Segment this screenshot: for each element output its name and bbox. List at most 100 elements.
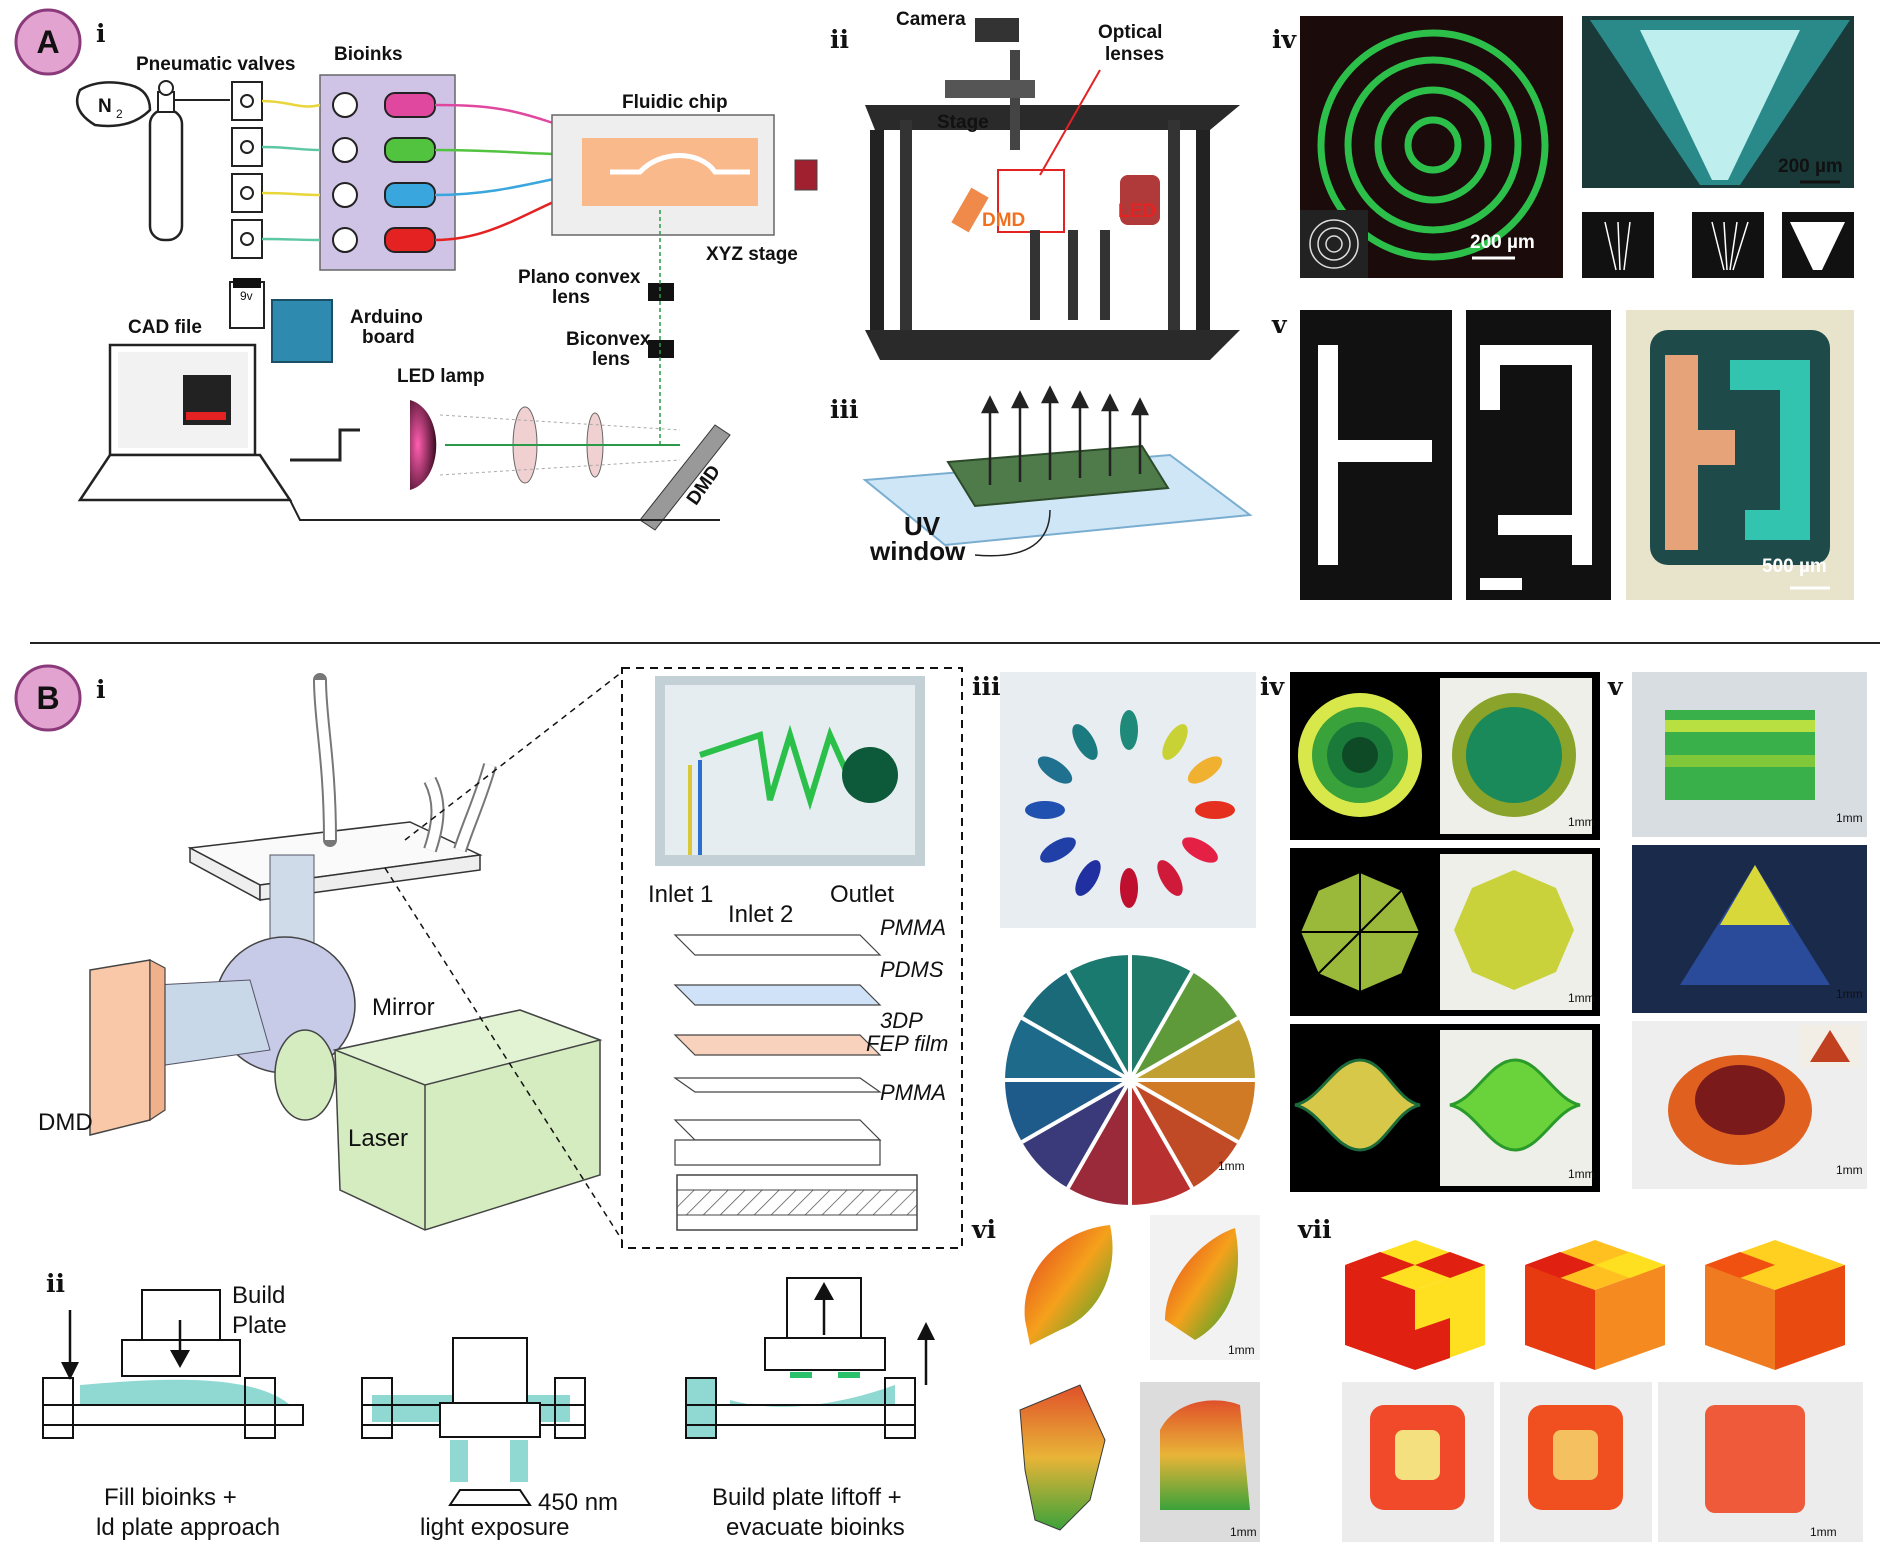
mask-t-shape-white <box>1318 345 1432 565</box>
scalebar-vii: 1mm <box>1810 1525 1837 1539</box>
scalebar-iv-3: 1mm <box>1568 1167 1595 1181</box>
uv-label-1: UV <box>904 511 941 541</box>
v-red-object-inner <box>1695 1065 1785 1135</box>
iv-ring-core <box>1342 737 1378 773</box>
laser-label: Laser <box>348 1125 408 1152</box>
subpanel-b-iv: iv <box>1260 672 1285 701</box>
camera-label: Camera <box>896 9 966 30</box>
led-ii-label: LED <box>1118 201 1156 222</box>
panel-a-badge <box>14 8 82 76</box>
pdms-label: PDMS <box>880 957 944 982</box>
leaf-3d-model <box>1019 1384 1106 1531</box>
cable <box>290 428 360 462</box>
scalebar-iv-a-label: 200 µm <box>1470 232 1535 253</box>
cube-1-print-core <box>1395 1430 1440 1480</box>
biconvex-label-1: Biconvex <box>566 329 651 350</box>
inlet2-label: Inlet 2 <box>728 901 793 928</box>
step2-label: light exposure <box>420 1514 569 1541</box>
syringe-red-icon <box>332 227 436 253</box>
battery-icon <box>229 278 265 329</box>
scalebar-vi-1: 1mm <box>1228 1343 1255 1357</box>
panel-a-badge-letter: A <box>36 24 59 60</box>
step1-diagram <box>42 1289 304 1439</box>
outlet-label: Outlet <box>830 881 894 908</box>
fluidic-channel <box>610 153 750 175</box>
subpanel-a-iii: iii <box>830 395 859 424</box>
subpanel-a-i: i <box>96 19 106 48</box>
panel-b-badge-letter: B <box>36 680 59 716</box>
arduino-label-2: board <box>362 327 415 348</box>
concentric-inset <box>1300 210 1368 278</box>
cube-3-print <box>1705 1405 1805 1513</box>
light-beam-a <box>439 414 681 476</box>
microscope-rig <box>865 18 1240 360</box>
mask-bracket-bar <box>1480 578 1522 590</box>
scalebar-v-label: 500 µm <box>1762 556 1827 577</box>
dmd-mirror-icon <box>639 424 731 531</box>
subpanel-b-i: i <box>96 675 106 704</box>
fan-mask-triangle <box>1790 222 1845 270</box>
step3-label-a: Build plate liftoff + <box>712 1484 902 1511</box>
n2-subscript: 2 <box>116 107 123 121</box>
syringe-green-icon <box>332 137 436 163</box>
subpanel-a-ii: ii <box>830 25 849 54</box>
build-label-2: Plate <box>232 1312 287 1339</box>
scalebar-iv-b-label: 200 µm <box>1778 156 1843 177</box>
nm-label: 450 nm <box>538 1489 618 1516</box>
dmd-b-label: DMD <box>38 1109 93 1136</box>
cube-2-model <box>1525 1240 1665 1370</box>
cad-file-label: CAD file <box>128 317 202 338</box>
leaf-print <box>1165 1228 1239 1340</box>
scalebar-v-1: 1mm <box>1836 811 1863 825</box>
led-lamp-icon <box>410 400 437 490</box>
laptop-icon <box>77 343 293 502</box>
uv-chip <box>946 444 1170 508</box>
inlet1-label: Inlet 1 <box>648 881 713 908</box>
scalebar-iii: 1mm <box>1218 1159 1245 1173</box>
exploded-stack <box>673 934 882 1166</box>
cube-2-print-core <box>1553 1430 1598 1480</box>
plano-convex-lens-icon <box>648 283 674 301</box>
scalebar-v-3: 1mm <box>1836 1163 1863 1177</box>
iv-photo-2-octagon <box>1454 870 1574 990</box>
bioinks-label: Bioinks <box>334 44 403 65</box>
xyz-stage-label: XYZ stage <box>706 244 798 265</box>
led-lamp-label: LED lamp <box>397 366 485 387</box>
step1-down-arrowhead <box>61 1362 79 1380</box>
optical-label-1: Optical <box>1098 22 1162 43</box>
3dp-label: 3DP <box>880 1008 923 1033</box>
mask-bracket-white <box>1480 345 1592 565</box>
fluidic-chip-label: Fluidic chip <box>622 92 728 113</box>
step1-label-a: Fill bioinks + <box>104 1484 237 1511</box>
subpanel-b-vi: vi <box>971 1215 996 1244</box>
leaf-print-2 <box>1160 1400 1250 1510</box>
fep-label: FEP film <box>866 1031 948 1056</box>
scalebar-vi-2: 1mm <box>1230 1525 1257 1539</box>
fan-mask-1 <box>1582 212 1654 278</box>
iv-photo-3-vascular <box>1449 1058 1581 1152</box>
subpanel-b-ii: ii <box>46 1269 65 1298</box>
uv-label-2: window <box>869 536 966 566</box>
subpanel-b-vii: vii <box>1297 1215 1332 1244</box>
subpanel-a-v: v <box>1271 310 1288 339</box>
optical-label-2: lenses <box>1105 44 1164 65</box>
subpanel-a-iv: iv <box>1272 25 1297 54</box>
fan-mask-2 <box>1692 212 1764 278</box>
color-drops <box>1025 710 1235 908</box>
scalebar-v-2: 1mm <box>1836 987 1863 1001</box>
stage-label: Stage <box>937 112 989 133</box>
biconvex-lens-icon <box>648 340 674 358</box>
printed-orange <box>1665 355 1735 550</box>
syringe-pink-icon <box>332 92 436 118</box>
dmd-ii-label: DMD <box>982 210 1025 231</box>
fan-mask-lines <box>1604 221 1749 271</box>
pneumatic-valves-icon <box>231 81 263 259</box>
concentric-inset-icon <box>1309 219 1359 269</box>
subpanel-b-iii: iii <box>972 672 1001 701</box>
step2-diagram <box>361 1337 586 1506</box>
cube-3-model <box>1705 1240 1845 1370</box>
zoom-line-top <box>404 671 623 841</box>
concentric-rings <box>1317 29 1549 261</box>
cable-2 <box>289 499 720 521</box>
